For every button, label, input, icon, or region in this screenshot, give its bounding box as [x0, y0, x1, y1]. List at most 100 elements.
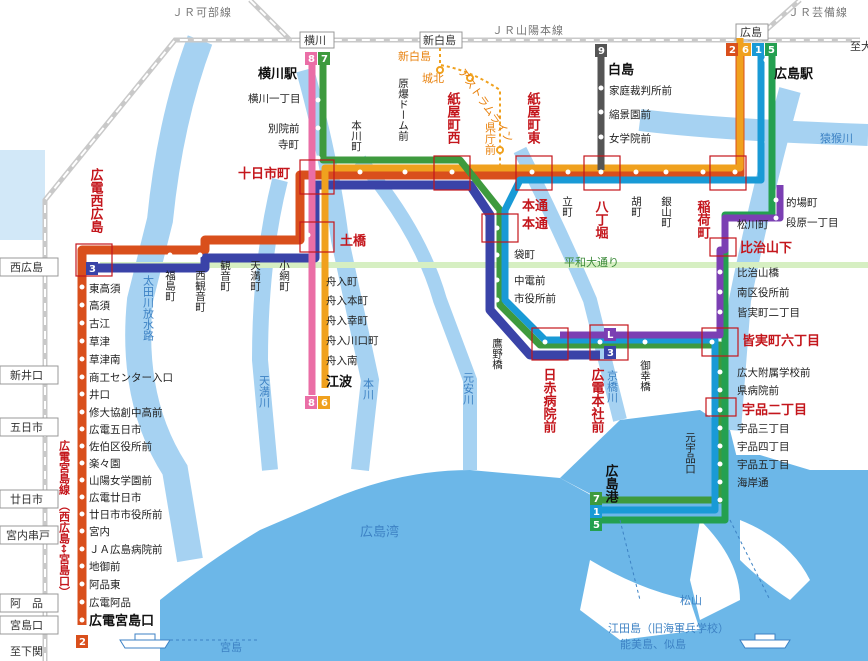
label-motoujina: 元宇品口 — [684, 432, 696, 474]
transfer-boxes — [75, 155, 747, 417]
ferry-routes — [119, 519, 791, 649]
label-takasu: 高須 — [89, 299, 110, 312]
label-yokogawa-eki: 横川駅 — [258, 66, 298, 82]
station-box-ajina: 阿 品 — [10, 597, 43, 610]
label-hijiyama-bashi: 比治山橋 — [737, 266, 779, 279]
label-inari: 稲荷町 — [695, 199, 712, 240]
label-kannon: 観音町 — [219, 259, 231, 291]
stop-dot — [773, 197, 779, 203]
label-kanayama: 銀山町 — [660, 195, 672, 227]
label-miyajimaguchi: 広電宮島口 — [89, 613, 154, 629]
badge-2: 2 — [729, 45, 736, 56]
badge-5: 5 — [768, 45, 775, 56]
stop-dot — [709, 339, 715, 345]
stop-dot — [315, 97, 321, 103]
stop-dot — [449, 169, 455, 175]
label-miyajima-line-a: 広電宮島線 — [58, 439, 71, 496]
badge-6: 6 — [742, 45, 749, 56]
label-tenma: 天満町 — [249, 260, 261, 292]
water-labels: 太田川放水路 天満川 本川 元安川 京橋川 広島湾 松山 江田島（旧海軍兵学校）… — [142, 275, 730, 654]
stop-dot — [79, 546, 85, 552]
label-matoba: 的場町 — [786, 196, 818, 209]
heiwa-odori-band — [100, 262, 868, 268]
badge-1: 1 — [593, 507, 600, 518]
label-kusatsu: 草津 — [89, 336, 110, 348]
label-yokogawa-1: 横川一丁目 — [248, 92, 301, 105]
stop-dot — [494, 252, 500, 258]
label-fukuromachi: 袋町 — [514, 248, 535, 261]
stop-dot — [79, 426, 85, 432]
label-kaigan: 海岸通 — [737, 476, 769, 489]
label-funairi-honmachi: 舟入本町 — [326, 294, 368, 307]
label-shoko: 商工センター入口 — [89, 371, 173, 384]
badge-3: 3 — [607, 348, 614, 359]
label-nakadenmae: 中電前 — [514, 274, 546, 287]
label-fukushima: 福島町 — [164, 269, 176, 301]
label-honkawa: 本川町 — [350, 119, 362, 151]
label-hiroshima-bay: 広島湾 — [360, 524, 399, 540]
tenma-river — [251, 178, 288, 471]
label-ebanashi: 江波 — [326, 374, 353, 390]
ferry-icon — [119, 633, 171, 649]
label-kodai: 広大附属学校前 — [737, 366, 811, 379]
stop-dot — [717, 289, 723, 295]
station-box-shinjiguchi: 新井口 — [10, 368, 43, 382]
stop-dot — [633, 169, 639, 175]
label-hatsukaichi: 広電廿日市 — [89, 491, 142, 504]
label-saeki: 佐伯区役所前 — [89, 440, 152, 453]
label-higashi-takasu: 東高須 — [89, 282, 121, 295]
stop-dot — [79, 511, 85, 517]
jr-osaka-label: 至大阪 — [850, 39, 868, 53]
stop-dot — [305, 232, 311, 238]
label-matsuyama: 松山 — [680, 593, 702, 607]
stop-dot — [79, 356, 85, 362]
station-labels: 横川駅 横川一丁目 別院前 寺町 十日市町 土橋 本川町 原爆ドーム前 紙屋町西… — [58, 62, 854, 629]
stop-dot — [79, 302, 85, 308]
label-tatemachi: 立町 — [561, 195, 573, 217]
label-ajina: 広電阿品 — [89, 596, 131, 609]
badge-6: 6 — [321, 398, 328, 409]
stop-dot — [494, 277, 500, 283]
label-kusatsu-minami: 草津南 — [89, 353, 121, 366]
label-koami: 小網町 — [278, 260, 290, 292]
stop-dot — [79, 494, 85, 500]
stop-dot — [79, 460, 85, 466]
stop-dot — [717, 497, 723, 503]
label-enko-river: 猿猴川 — [820, 131, 853, 145]
label-hatsukaichi-shi: 廿日市市役所前 — [89, 508, 163, 521]
label-kamiyacho-higashi: 紙屋町東 — [525, 91, 541, 145]
stop-dot — [717, 269, 723, 275]
label-dobashi: 土橋 — [340, 233, 367, 249]
stop-dot — [315, 125, 321, 131]
stop-dot — [79, 581, 85, 587]
badge-7: 7 — [321, 54, 328, 65]
stop-dot — [529, 169, 535, 175]
route-2-line — [77, 45, 745, 625]
stop-dot — [167, 252, 173, 258]
label-jigozen: 地御前 — [89, 560, 121, 573]
stop-dot — [79, 599, 85, 605]
stop-dot — [598, 169, 604, 175]
badge-1: 1 — [755, 45, 762, 56]
jr-shinhakushima-box: 新白島 — [423, 33, 456, 47]
stop-dot — [315, 379, 321, 385]
label-hatchobori: 八丁堀 — [593, 200, 610, 240]
label-kamiyacho-nishi: 紙屋町西 — [445, 91, 461, 145]
station-box-nishihiroshima: 西広島 — [10, 260, 43, 274]
label-etajima-b: 能美島、似島 — [620, 637, 686, 651]
stop-dot — [598, 134, 604, 140]
label-hijiyama-shita: 比治山下 — [740, 240, 792, 256]
label-jogakuin: 女学院前 — [609, 132, 651, 145]
stop-dot — [197, 252, 203, 258]
label-inokuchi: 井口 — [89, 388, 110, 401]
label-minami-2: 皆実町二丁目 — [737, 306, 800, 319]
stop-dot — [773, 215, 779, 221]
label-nisseki: 日赤病院前 — [541, 368, 557, 434]
label-sanyo-jogakuen: 山陽女学園前 — [89, 474, 152, 487]
label-hiroshima-eki: 広島駅 — [774, 66, 814, 82]
stop-dot — [402, 169, 408, 175]
motoyasu-river — [354, 155, 477, 470]
badge-L: L — [607, 330, 614, 341]
jr-kabe-label: ＪＲ可部線 — [172, 5, 232, 19]
stop-dot — [732, 169, 738, 175]
